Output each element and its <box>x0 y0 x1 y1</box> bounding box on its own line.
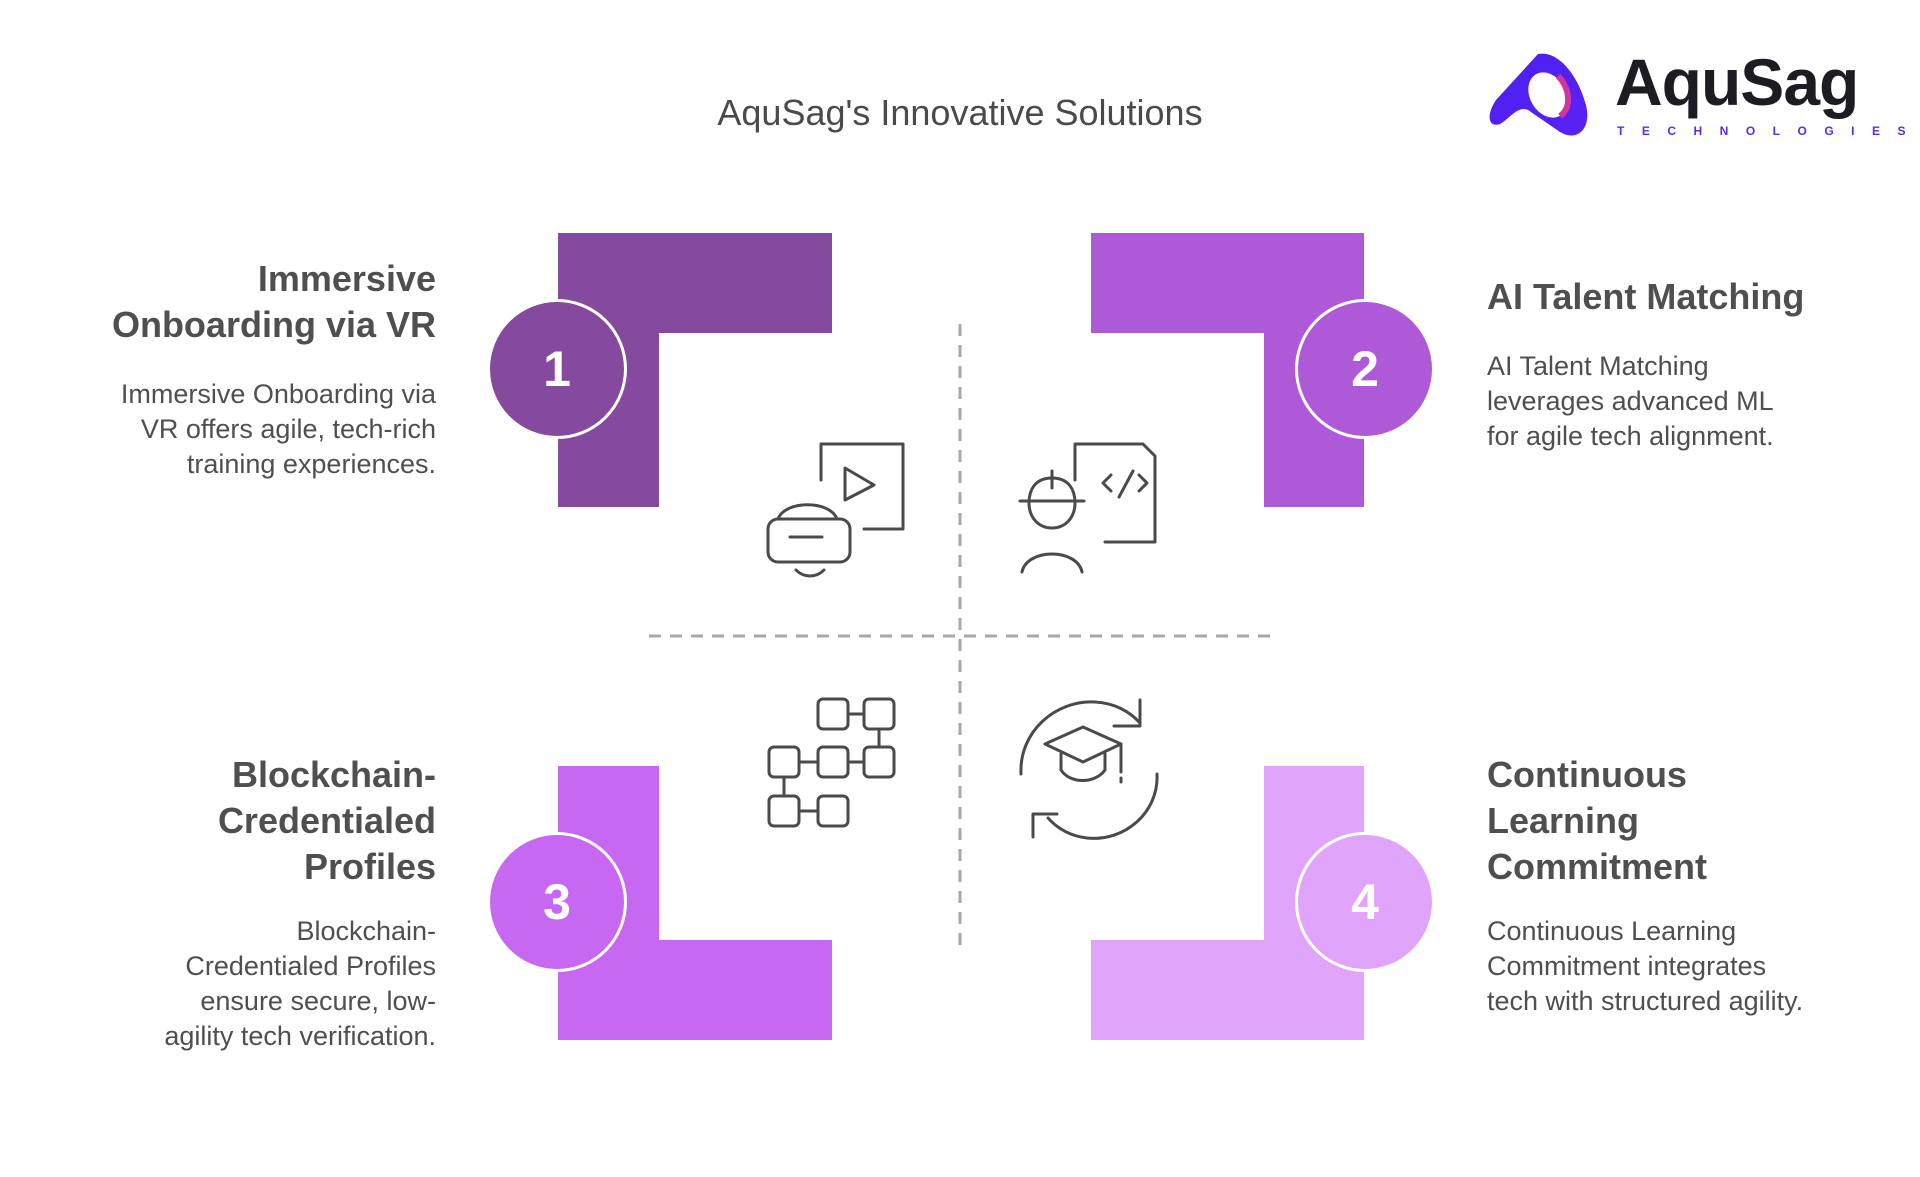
title-line: Onboarding via VR <box>111 304 436 345</box>
vr-headset-video-icon <box>760 438 910 588</box>
blockchain-blocks-icon <box>763 695 908 840</box>
step-number-1: 1 <box>487 299 627 439</box>
item-2-title: AI Talent Matching <box>1487 276 1805 317</box>
step-number-4: 4 <box>1295 832 1435 972</box>
title-line: Learning <box>1487 800 1640 841</box>
developer-code-icon <box>1015 438 1165 588</box>
title-line: Blockchain- <box>231 754 436 795</box>
step-number-2: 2 <box>1295 299 1435 439</box>
step-number-3: 3 <box>487 832 627 972</box>
logo-name: AquSag <box>1615 45 1859 119</box>
title-line: Profiles <box>303 846 436 887</box>
item-2-body: AI Talent Matching leverages advanced ML… <box>1487 351 1774 451</box>
graduation-cycle-icon <box>1015 692 1165 845</box>
title-line: Continuous <box>1487 754 1687 795</box>
page-title: AquSag's Innovative Solutions <box>717 92 1203 133</box>
logo-mark-icon <box>1489 53 1588 136</box>
title-line: Commitment <box>1487 846 1708 887</box>
item-1-body: Immersive Onboarding via VR offers agile… <box>120 379 436 479</box>
title-line: Credentialed <box>217 800 436 841</box>
title-line: Immersive <box>257 258 436 299</box>
item-3-body: Blockchain-Credentialed Profiles ensure … <box>164 916 436 1051</box>
logo-tagline: TECHNOLOGIES <box>1617 124 1920 138</box>
item-4-body: Continuous Learning Commitment integrate… <box>1487 916 1804 1016</box>
item-2-text: AI Talent Matching AI Talent Matching le… <box>1487 274 1867 454</box>
